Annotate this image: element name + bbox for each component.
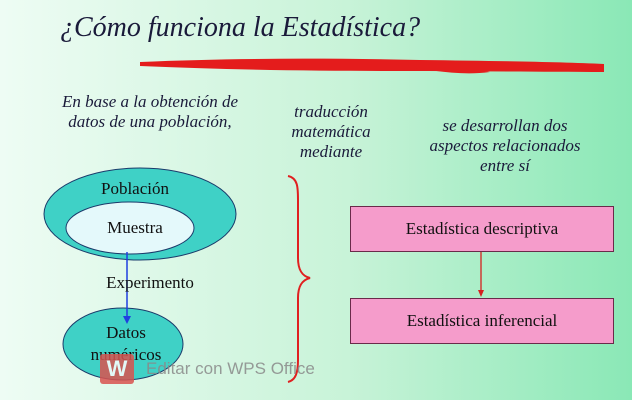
wps-watermark[interactable]: W Editar con WPS Office <box>100 354 315 384</box>
estadistica-inferencial-box: Estadística inferencial <box>350 298 614 344</box>
slide-title: ¿Cómo funciona la Estadística? <box>60 12 421 43</box>
title-swoosh-tail <box>398 65 490 74</box>
aspects-line-3: entre sí <box>480 156 530 175</box>
estadistica-descriptiva-box: Estadística descriptiva <box>350 206 614 252</box>
wps-watermark-text: Editar con WPS Office <box>146 359 315 378</box>
brace-red <box>287 175 311 383</box>
aspects-text: se desarrollan dos aspectos relacionados… <box>400 116 610 176</box>
title-swoosh <box>140 58 604 72</box>
datos-line-1: Datos <box>106 323 146 342</box>
aspects-line-1: se desarrollan dos <box>442 116 568 135</box>
intro-text: En base a la obtención de datos de una p… <box>30 92 270 132</box>
translation-text: traducción matemática mediante <box>276 102 386 162</box>
muestra-ellipse <box>65 201 195 255</box>
aspects-line-2: aspectos relacionados <box>429 136 581 155</box>
poblacion-label: Población <box>101 179 169 198</box>
wps-logo-icon: W <box>100 354 134 384</box>
experimento-label: Experimento <box>106 273 194 292</box>
translation-line-2: matemática <box>291 122 371 141</box>
muestra-label: Muestra <box>107 218 163 237</box>
experimento-arrowhead <box>123 316 131 324</box>
translation-line-1: traducción <box>294 102 368 121</box>
intro-line-2: datos de una población, <box>68 112 232 131</box>
translation-line-3: mediante <box>299 142 363 161</box>
intro-line-1: En base a la obtención de <box>61 92 239 111</box>
box-arrowhead <box>478 290 484 297</box>
